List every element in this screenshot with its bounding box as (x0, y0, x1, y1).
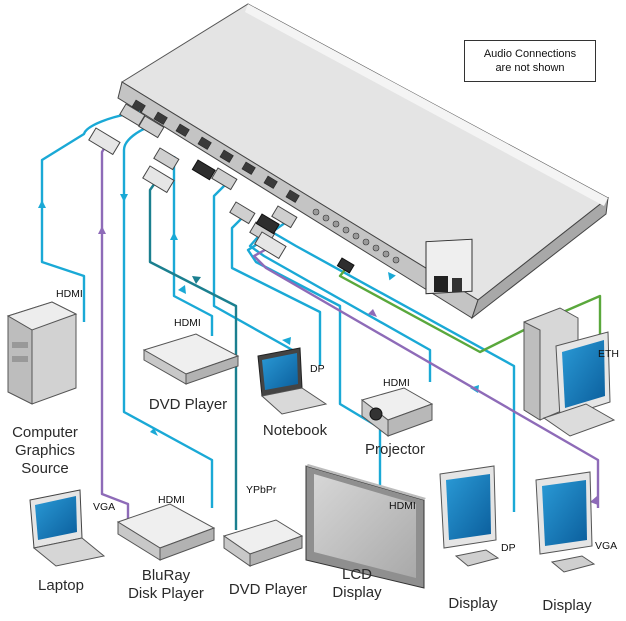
notebook-device (257, 347, 328, 415)
tag-hdmi-bluray: HDMI (158, 494, 185, 506)
audio-note-line1: Audio Connections (483, 48, 577, 60)
label-dvd-player-bottom: DVD Player (228, 581, 308, 598)
projector-device (360, 387, 434, 438)
eth-computer-device (523, 307, 616, 437)
switcher-unit (117, 3, 609, 320)
tag-hdmi-lcd: HDMI (389, 500, 416, 512)
label-computer-line1: Computer (12, 424, 78, 441)
tag-vga-laptop: VGA (93, 501, 116, 513)
label-computer-graphics-source: Computer Graphics Source (4, 424, 86, 478)
audio-note-box: Audio Connections are not shown (464, 40, 596, 82)
tag-eth: ETH (598, 348, 619, 360)
tag-dp-display: DP (501, 542, 516, 554)
computer-graphics-source-device (6, 301, 78, 405)
tag-hdmi-computer: HDMI (56, 288, 83, 300)
label-projector: Projector (364, 441, 426, 458)
hdmi-cables (40, 110, 516, 514)
tag-vga-display: VGA (595, 540, 618, 552)
display-dp-device (439, 465, 500, 567)
tag-dp-notebook: DP (310, 363, 325, 375)
vga-arrows (98, 226, 598, 505)
bluray-disk-player-device (116, 503, 216, 561)
display-vga-device (535, 471, 596, 573)
label-bluray-line1: BluRay (141, 567, 191, 584)
label-lcd-line1: LCD (341, 566, 372, 583)
lcd-display-device (305, 464, 426, 589)
label-computer-line3: Source (21, 460, 69, 477)
audio-note-line2: are not shown (495, 62, 565, 74)
label-notebook: Notebook (262, 422, 328, 439)
label-computer-line2: Graphics (14, 442, 76, 459)
tag-hdmi-dvd-top: HDMI (174, 317, 201, 329)
label-laptop: Laptop (38, 577, 84, 594)
hdmi-arrows (38, 194, 479, 436)
dvd-player-bottom-device (222, 519, 304, 567)
label-bluray-disk-player: BluRay Disk Player (118, 567, 214, 603)
connectors (88, 103, 355, 274)
label-lcd-display: LCD Display (322, 566, 392, 602)
label-display-dp: Display (448, 595, 498, 612)
ypbpr-cable (148, 175, 238, 530)
tag-ypbpr: YPbPr (246, 484, 277, 496)
label-lcd-line2: Display (332, 584, 382, 601)
tag-hdmi-projector: HDMI (383, 377, 410, 389)
dvd-player-top-device (142, 333, 240, 385)
label-bluray-line2: Disk Player (128, 585, 204, 602)
label-display-vga: Display (542, 597, 592, 614)
laptop-device (29, 489, 106, 567)
label-dvd-player-top: DVD Player (148, 396, 228, 413)
